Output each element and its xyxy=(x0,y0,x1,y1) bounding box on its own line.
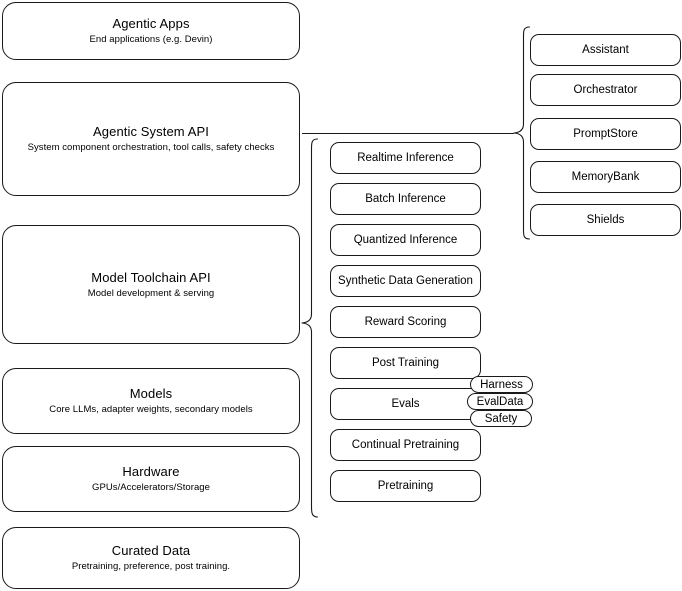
toolchain-item-continual-pretraining[interactable]: Continual Pretraining xyxy=(330,429,481,461)
item-label: Shields xyxy=(586,214,625,226)
layer-box-model-toolchain-api[interactable]: Model Toolchain API Model development & … xyxy=(2,225,300,344)
toolchain-item-pretraining[interactable]: Pretraining xyxy=(330,470,481,502)
pill-label: Safety xyxy=(484,412,518,425)
system-item-memorybank[interactable]: MemoryBank xyxy=(530,161,681,193)
connector-line-system-api xyxy=(302,133,514,134)
item-label: Quantized Inference xyxy=(353,234,458,246)
layer-title: Curated Data xyxy=(111,543,191,558)
item-label: Orchestrator xyxy=(573,84,638,96)
layer-title: Hardware xyxy=(122,464,180,479)
layer-subtitle: Pretraining, preference, post training. xyxy=(71,561,231,572)
toolchain-item-batch-inference[interactable]: Batch Inference xyxy=(330,183,481,215)
layer-subtitle: GPUs/Accelerators/Storage xyxy=(92,482,210,493)
layer-subtitle: Model development & serving xyxy=(87,287,215,299)
brace-toolchain-components xyxy=(301,138,319,518)
brace-system-components xyxy=(513,26,531,240)
toolchain-item-quantized-inference[interactable]: Quantized Inference xyxy=(330,224,481,256)
toolchain-item-post-training[interactable]: Post Training xyxy=(330,347,481,379)
layer-box-agentic-apps[interactable]: Agentic Apps End applications (e.g. Devi… xyxy=(2,2,300,60)
item-label: PromptStore xyxy=(573,128,638,140)
system-item-orchestrator[interactable]: Orchestrator xyxy=(530,74,681,106)
item-label: Pretraining xyxy=(377,480,434,492)
layer-title: Model Toolchain API xyxy=(91,269,211,285)
evals-pill-harness[interactable]: Harness xyxy=(470,376,533,393)
system-item-assistant[interactable]: Assistant xyxy=(530,34,681,66)
layer-subtitle: Core LLMs, adapter weights, secondary mo… xyxy=(49,404,253,415)
item-label: MemoryBank xyxy=(571,171,640,183)
item-label: Reward Scoring xyxy=(364,316,447,328)
evals-pill-safety[interactable]: Safety xyxy=(470,410,532,427)
item-label: Assistant xyxy=(582,44,629,56)
toolchain-item-evals[interactable]: Evals xyxy=(330,388,481,420)
layer-subtitle: End applications (e.g. Devin) xyxy=(89,34,213,45)
item-label: Continual Pretraining xyxy=(351,439,460,451)
pill-label: EvalData xyxy=(476,395,524,408)
pill-label: Harness xyxy=(480,378,523,391)
toolchain-item-realtime-inference[interactable]: Realtime Inference xyxy=(330,142,481,174)
item-label: Post Training xyxy=(371,357,440,369)
item-label: Evals xyxy=(391,398,420,410)
layer-box-hardware[interactable]: Hardware GPUs/Accelerators/Storage xyxy=(2,446,300,512)
layer-box-agentic-system-api[interactable]: Agentic System API System component orch… xyxy=(2,82,300,196)
layer-title: Agentic System API xyxy=(93,124,209,139)
toolchain-item-synthetic-data-generation[interactable]: Synthetic Data Generation xyxy=(330,265,481,297)
layer-title: Agentic Apps xyxy=(112,16,190,31)
layer-box-curated-data[interactable]: Curated Data Pretraining, preference, po… xyxy=(2,527,300,589)
system-item-shields[interactable]: Shields xyxy=(530,204,681,236)
toolchain-item-reward-scoring[interactable]: Reward Scoring xyxy=(330,306,481,338)
layer-title: Models xyxy=(129,386,173,401)
layer-subtitle: System component orchestration, tool cal… xyxy=(27,142,275,153)
item-label: Realtime Inference xyxy=(357,152,454,164)
evals-pill-evaldata[interactable]: EvalData xyxy=(467,393,533,410)
system-item-promptstore[interactable]: PromptStore xyxy=(530,118,681,150)
layer-box-models[interactable]: Models Core LLMs, adapter weights, secon… xyxy=(2,368,300,434)
item-label: Batch Inference xyxy=(365,193,446,205)
item-label: Synthetic Data Generation xyxy=(338,275,473,287)
